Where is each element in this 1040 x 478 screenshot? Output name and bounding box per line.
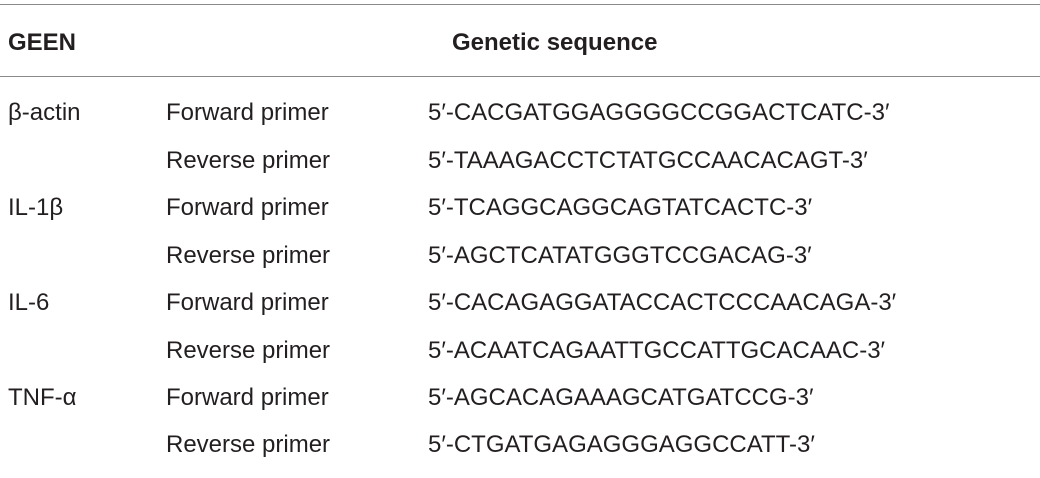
primer-type: Forward primer [166,99,329,126]
header-genetic-sequence: Genetic sequence [452,29,658,56]
table-row: Reverse primer 5′-ACAATCAGAATTGCCATTGCAC… [0,336,1040,384]
primer-type: Reverse primer [166,337,331,364]
table-header-rule [0,76,1040,77]
gene-name: β-actin [8,99,81,126]
primer-type: Forward primer [166,289,329,316]
table-row: β-actin Forward primer 5′-CACGATGGAGGGGC… [0,98,1040,146]
table-row: TNF-α Forward primer 5′-AGCACAGAAAGCATGA… [0,383,1040,431]
table-row: Reverse primer 5′-CTGATGAGAGGGAGGCCATT-3… [0,430,1040,478]
table-row: IL-1β Forward primer 5′-TCAGGCAGGCAGTATC… [0,193,1040,241]
primer-type: Forward primer [166,194,329,221]
gene-name: TNF-α [8,384,77,411]
primer-sequence: 5′-AGCTCATATGGGTCCGACAG-3′ [428,242,812,269]
primer-sequence: 5′-CTGATGAGAGGGAGGCCATT-3′ [428,431,815,458]
gene-name: IL-6 [8,289,50,316]
table-top-rule [0,4,1040,5]
primer-table: GEEN Genetic sequence β-actin Forward pr… [0,4,1040,458]
primer-sequence: 5′-CACAGAGGATACCACTCCCAACAGA-3′ [428,289,897,316]
primer-type: Forward primer [166,384,329,411]
table-row: Reverse primer 5′-AGCTCATATGGGTCCGACAG-3… [0,241,1040,289]
gene-name: IL-1β [8,194,64,221]
primer-sequence: 5′-ACAATCAGAATTGCCATTGCACAAC-3′ [428,337,886,364]
primer-type: Reverse primer [166,147,331,174]
primer-sequence: 5′-TAAAGACCTCTATGCCAACACAGT-3′ [428,147,868,174]
table-row: IL-6 Forward primer 5′-CACAGAGGATACCACTC… [0,288,1040,336]
primer-sequence: 5′-TCAGGCAGGCAGTATCACTC-3′ [428,194,813,221]
primer-type: Reverse primer [166,242,331,269]
table-row: Reverse primer 5′-TAAAGACCTCTATGCCAACACA… [0,146,1040,194]
primer-sequence: 5′-CACGATGGAGGGGCCGGACTCATC-3′ [428,99,890,126]
primer-sequence: 5′-AGCACAGAAAGCATGATCCG-3′ [428,384,814,411]
header-gene: GEEN [8,29,77,56]
primer-type: Reverse primer [166,431,331,458]
